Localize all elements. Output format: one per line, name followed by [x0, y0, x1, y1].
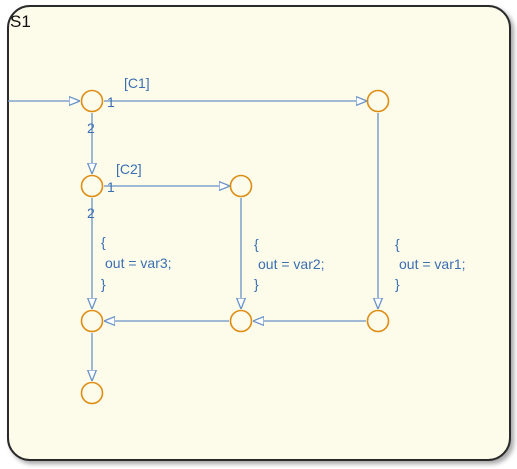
junction-4[interactable]	[229, 174, 253, 198]
action-var1-open-brace: {	[395, 236, 400, 252]
action-var1-close-brace: }	[395, 276, 400, 292]
action-var3-statement[interactable]: out = var3;	[105, 255, 172, 271]
junction-7[interactable]	[366, 309, 390, 333]
priority-j1-second: 2	[87, 120, 95, 136]
action-var2-open-brace: {	[254, 236, 259, 252]
action-var2-close-brace: }	[254, 276, 259, 292]
condition-c2-label[interactable]: [C2]	[116, 161, 142, 177]
condition-c1-label[interactable]: [C1]	[124, 75, 150, 91]
action-var3-open-brace: {	[101, 234, 106, 250]
junction-1[interactable]	[80, 89, 104, 113]
action-var2-statement[interactable]: out = var2;	[258, 256, 325, 272]
junction-5[interactable]	[80, 309, 104, 333]
junction-6[interactable]	[229, 309, 253, 333]
priority-j2-first: 1	[107, 179, 115, 195]
priority-j2-second: 2	[87, 205, 95, 221]
action-var3-close-brace: }	[101, 276, 106, 292]
junction-8[interactable]	[80, 381, 104, 405]
state-s1-label: S1	[10, 12, 31, 31]
junction-3[interactable]	[366, 89, 390, 113]
junction-2[interactable]	[80, 174, 104, 198]
state-s1-box[interactable]	[7, 5, 511, 461]
action-var1-statement[interactable]: out = var1;	[399, 256, 466, 272]
priority-j1-first: 1	[107, 94, 115, 110]
